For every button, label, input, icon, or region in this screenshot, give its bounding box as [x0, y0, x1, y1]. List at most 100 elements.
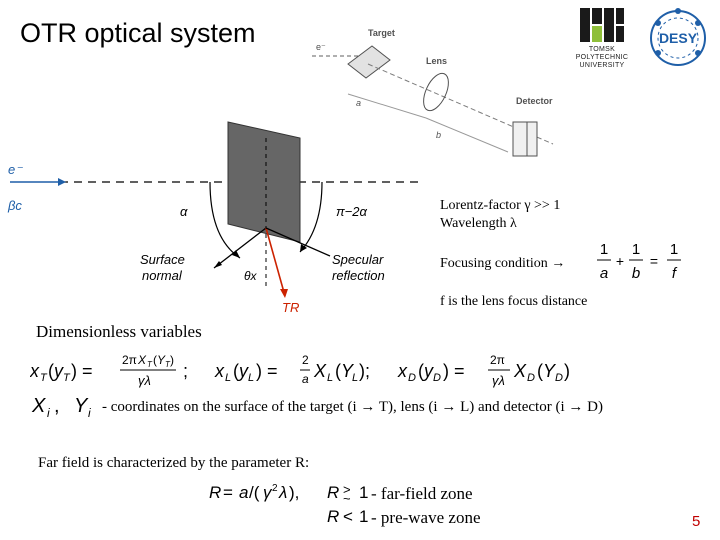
svg-text:f: f [672, 265, 678, 282]
svg-text:a: a [600, 265, 608, 282]
svg-text:X: X [313, 361, 327, 381]
svg-text:x: x [397, 361, 408, 381]
svg-text:R: R [209, 483, 221, 502]
svg-text:) =: ) = [71, 361, 93, 381]
svg-text:+: + [616, 253, 624, 269]
pi-minus-2alpha-label: π−2α [336, 204, 368, 219]
svg-text:T: T [40, 372, 48, 384]
svg-text:/(: /( [249, 483, 260, 502]
svg-text:Y: Y [341, 361, 355, 381]
r-parameter-formulas: R = a /( γ 2 λ ), R > ~ 1 R < 1 [205, 478, 525, 528]
svg-text:);: ); [359, 361, 370, 381]
svg-text:y: y [52, 361, 64, 381]
specular-label-1: Specular [332, 252, 384, 267]
svg-text:(: ( [153, 353, 157, 367]
svg-text:1: 1 [632, 241, 640, 258]
svg-text:),: ), [289, 483, 299, 502]
svg-text:Y: Y [543, 361, 557, 381]
focus-distance-note: f is the lens focus distance [440, 294, 588, 309]
alpha-label: α [180, 204, 188, 219]
sketch-target-label: Target [368, 28, 395, 38]
svg-text:i: i [47, 406, 50, 420]
tpu-logo-mark [580, 8, 624, 42]
svg-text:1: 1 [600, 241, 608, 258]
svg-text:1: 1 [359, 507, 368, 526]
desy-logo-text: DESY [659, 30, 698, 46]
lorentz-factor-text: Lorentz-factor γ >> 1 [440, 198, 561, 213]
svg-text:Y: Y [74, 395, 89, 417]
otr-geometry-diagram: e⁻ βc α π−2α Surface normal Specular ref… [0, 118, 430, 318]
svg-text:<: < [343, 507, 353, 526]
dimensionless-heading: Dimensionless variables [36, 322, 202, 341]
svg-text:2π: 2π [122, 353, 137, 367]
svg-text:=: = [223, 483, 233, 502]
svg-text:L: L [352, 372, 358, 384]
tr-label: TR [282, 300, 299, 315]
svg-text:a: a [239, 483, 248, 502]
svg-text:Y: Y [157, 353, 166, 367]
svg-text:T: T [165, 360, 171, 369]
svg-text:~: ~ [343, 491, 351, 506]
svg-text:X: X [31, 395, 46, 417]
focusing-formula: 1 a + 1 b = 1 f [596, 238, 696, 288]
svg-text:X: X [137, 353, 147, 367]
svg-text:2π: 2π [490, 353, 505, 367]
optical-system-sketch: e⁻ Target Lens Detector a b [308, 24, 568, 174]
beam-label: e⁻ [8, 162, 23, 177]
surface-label-2: normal [142, 268, 183, 283]
svg-text:2: 2 [272, 483, 278, 494]
svg-text:(: ( [335, 361, 341, 381]
svg-text:y: y [422, 361, 434, 381]
svg-text:D: D [408, 372, 416, 384]
far-field-zone-label: - far-field zone [371, 484, 473, 503]
svg-text:2: 2 [302, 353, 309, 367]
svg-text:T: T [63, 372, 71, 384]
svg-text:R: R [327, 507, 339, 526]
svg-text:γλ: γλ [138, 373, 151, 388]
svg-text:,: , [54, 395, 60, 417]
surface-label-1: Surface [140, 252, 185, 267]
svg-text:): ) [564, 361, 570, 381]
sketch-b-label: b [436, 130, 441, 140]
svg-text:T: T [147, 360, 153, 369]
far-field-text: Far field is characterized by the parame… [38, 455, 310, 471]
svg-text:λ: λ [278, 483, 287, 502]
sketch-detector-label: Detector [516, 96, 553, 106]
svg-text:1: 1 [359, 483, 368, 502]
svg-text:y: y [237, 361, 249, 381]
page-number: 5 [692, 513, 701, 530]
xi-yi-symbols: X i , Y i [30, 392, 100, 420]
svg-text:(: ( [418, 361, 424, 381]
svg-text:x: x [214, 361, 225, 381]
sketch-lens-label: Lens [426, 56, 447, 66]
svg-text:>: > [343, 482, 351, 497]
svg-text:L: L [327, 372, 333, 384]
svg-text:): ) [170, 353, 174, 367]
svg-text:D: D [555, 372, 563, 384]
tpu-logo-text: TOMSK POLYTECHNIC UNIVERSITY [575, 46, 629, 69]
svg-text:b: b [632, 265, 640, 282]
coordinates-description: - coordinates on the surface of the targ… [102, 399, 603, 415]
svg-text:) =: ) = [256, 361, 278, 381]
velocity-label: βc [7, 198, 22, 213]
svg-text:D: D [433, 372, 441, 384]
svg-text:γλ: γλ [492, 373, 505, 388]
wavelength-text: Wavelength λ [440, 216, 517, 231]
theta-label: θx [244, 269, 258, 283]
slide-title: OTR optical system [20, 18, 256, 48]
svg-text:L: L [225, 372, 231, 384]
desy-logo: DESY [648, 8, 708, 68]
pre-wave-zone-label: - pre-wave zone [371, 508, 481, 527]
specular-label-2: reflection [332, 268, 385, 283]
svg-text:L: L [248, 372, 254, 384]
svg-text:;: ; [183, 361, 188, 381]
svg-text:i: i [88, 406, 91, 420]
sketch-a-label: a [356, 98, 361, 108]
svg-text:γ: γ [263, 483, 273, 502]
svg-text:(: ( [537, 361, 543, 381]
svg-text:(: ( [233, 361, 239, 381]
svg-text:R: R [327, 483, 339, 502]
svg-text:D: D [527, 372, 535, 384]
svg-text:a: a [302, 372, 309, 386]
svg-text:x: x [30, 361, 40, 381]
